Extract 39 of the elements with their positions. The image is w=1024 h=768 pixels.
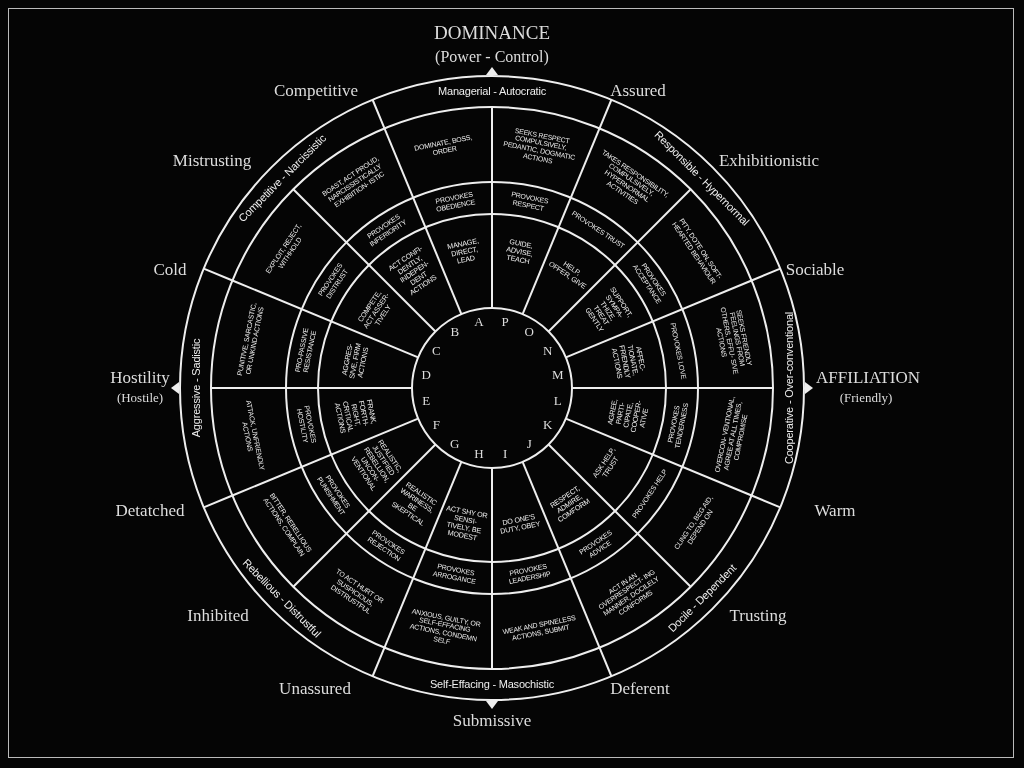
trait-label: Unassured [279,679,351,699]
trait-label: Cold [153,260,187,280]
octant-label: Aggressive - Sadistic [187,288,204,488]
sector-letter: L [553,393,562,410]
sector-letter: H [474,445,484,462]
trait-label: Sociable [785,260,845,280]
trait-label: Mistrusting [172,151,252,171]
trait-label: Competitive [274,81,358,101]
trait-label: Trusting [729,606,787,626]
sector-letter: B [450,324,460,341]
trait-label: Warm [814,501,856,521]
sector-letter: A [474,314,484,331]
sector-letter: J [526,435,532,452]
sector-letter: M [551,366,564,383]
sector-letter: G [450,435,460,452]
sector-letter: O [524,324,534,341]
axis-label: (Hostile) [116,390,164,406]
sector-letter: P [501,314,509,331]
axis-label: AFFILIATION [816,368,920,388]
sector-letter: I [502,445,508,462]
sector-letter: N [543,342,553,359]
sector-letter: E [422,393,431,410]
sector-letter: K [543,417,553,434]
axis-label: Submissive [452,711,532,731]
trait-label: Assured [610,81,666,101]
octant-label: Self-Effacing - Masochistic [392,676,592,693]
trait-label: Detatched [115,501,185,521]
sector-letter: C [431,342,441,359]
octant-label: Managerial - Autocratic [392,83,592,100]
sector-letter: D [421,366,431,383]
trait-label: Deferent [610,679,670,699]
axis-label: (Power - Control) [435,48,549,66]
axis-label: DOMINANCE [433,22,551,44]
axis-label: Hostility [110,368,170,388]
axis-label: (Friendly) [839,390,893,406]
sector-letter: F [432,417,440,434]
trait-label: Exhibitionistic [718,151,820,171]
octant-label: Cooperative - Over-conventional [780,288,797,488]
trait-label: Inhibited [187,606,249,626]
